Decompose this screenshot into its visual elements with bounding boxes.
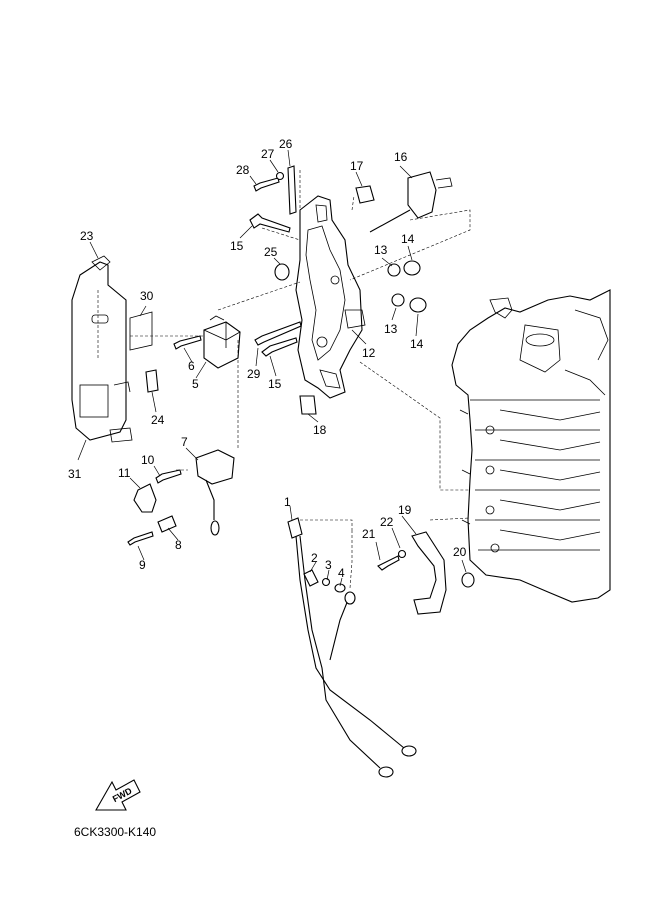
bolt-2 <box>303 569 319 587</box>
connector-17 <box>355 185 375 204</box>
decal-30 <box>129 311 153 351</box>
collar-13-upper <box>387 263 401 277</box>
callout-14a: 14 <box>401 232 415 246</box>
callout-25: 25 <box>264 245 278 259</box>
plug-cap-11 <box>133 483 157 513</box>
callout-6: 6 <box>188 359 195 373</box>
callout-13a: 13 <box>374 243 388 257</box>
callout-27: 27 <box>261 147 275 161</box>
washer-27 <box>275 171 285 181</box>
callout-30: 30 <box>140 289 154 303</box>
callout-29: 29 <box>247 367 261 381</box>
grommet-25 <box>274 263 290 281</box>
holder-8 <box>157 515 177 533</box>
collar-13-lower <box>391 293 405 307</box>
callout-26: 26 <box>279 137 293 151</box>
callout-19: 19 <box>398 503 412 517</box>
fwd-arrow-icon: FWD <box>95 779 141 811</box>
callout-20: 20 <box>453 545 467 559</box>
callout-leaders <box>77 149 467 587</box>
callout-3: 3 <box>325 558 332 572</box>
callout-23: 23 <box>80 229 94 243</box>
callout-7: 7 <box>181 435 188 449</box>
callout-8: 8 <box>175 538 182 552</box>
cdi-unit-5 <box>203 315 241 369</box>
collar-14-lower <box>409 297 427 313</box>
callout-14b: 14 <box>410 337 424 351</box>
callout-12: 12 <box>362 346 376 360</box>
callout-31: 31 <box>68 467 82 481</box>
bolt-9 <box>127 531 154 546</box>
bolt-21 <box>377 555 400 571</box>
ground-lead-1 <box>287 517 417 778</box>
grommet-18 <box>299 395 317 415</box>
callout-21: 21 <box>362 527 376 541</box>
electrical-bracket <box>295 195 366 399</box>
rectifier-16 <box>369 171 453 233</box>
bolt-28 <box>253 177 280 192</box>
cover-plate <box>71 255 133 443</box>
callout-15b: 15 <box>268 377 282 391</box>
bolt-15-upper <box>249 213 291 233</box>
callout-28: 28 <box>236 163 250 177</box>
callout-2: 2 <box>311 551 318 565</box>
callout-18: 18 <box>313 423 327 437</box>
bolt-26 <box>287 165 297 215</box>
bracket-19 <box>411 531 447 615</box>
engine-block <box>451 289 611 603</box>
diagram-code: 6CK3300-K140 <box>74 825 156 839</box>
washer-22 <box>397 549 407 559</box>
clip-24 <box>145 369 159 393</box>
callout-16: 16 <box>394 150 408 164</box>
collar-14-upper <box>403 260 421 276</box>
bolt-15-lower <box>261 337 298 357</box>
callout-4: 4 <box>338 566 345 580</box>
callout-11: 11 <box>118 466 131 480</box>
callout-13b: 13 <box>384 322 398 336</box>
terminal-4 <box>334 583 346 593</box>
ignition-coil-7 <box>195 449 235 536</box>
callout-15a: 15 <box>230 239 244 253</box>
callout-24: 24 <box>151 413 165 427</box>
callout-22: 22 <box>380 515 394 529</box>
bolt-29 <box>254 321 302 346</box>
callout-10: 10 <box>141 453 155 467</box>
callout-5: 5 <box>192 377 199 391</box>
callout-1: 1 <box>284 495 291 509</box>
callout-labels: 1 2 3 4 5 6 7 8 9 10 11 12 13 13 14 14 1… <box>68 137 467 580</box>
bolt-10 <box>155 469 182 484</box>
washer-3 <box>321 577 331 587</box>
bolt-6 <box>173 335 202 350</box>
assembly-lines <box>97 170 471 589</box>
grommet-20 <box>461 572 475 588</box>
callout-17: 17 <box>350 159 364 173</box>
callout-9: 9 <box>139 558 146 572</box>
